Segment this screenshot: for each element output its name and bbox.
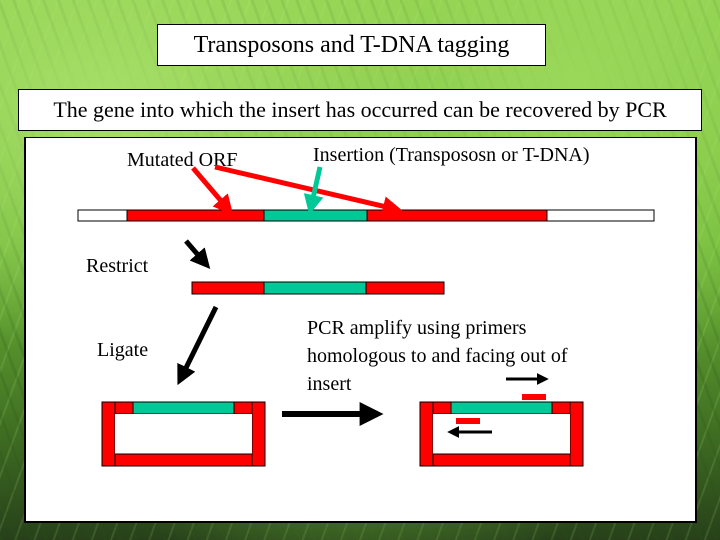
slide-subtitle-box: The gene into which the insert has occur…	[18, 89, 702, 131]
pcr-line-3: insert	[307, 373, 352, 395]
ligated-circle-left	[101, 401, 266, 467]
label-ligate: Ligate	[97, 339, 149, 361]
teal-arrow-icon	[303, 166, 324, 215]
black-arrow-icon	[177, 305, 219, 386]
slide-title-box: Transposons and T-DNA tagging	[157, 24, 546, 66]
slide-title: Transposons and T-DNA tagging	[193, 31, 510, 58]
black-arrow-icon	[447, 373, 549, 438]
pcr-line-1: PCR amplify using primers	[307, 317, 527, 339]
ligated-circle-right	[419, 401, 584, 467]
primer-bar-icon	[456, 394, 546, 424]
slide-subtitle: The gene into which the insert has occur…	[53, 97, 667, 122]
genomic-dna-bar	[77, 209, 655, 222]
label-mutated-orf: Mutated ORF	[127, 149, 238, 171]
restriction-fragment	[191, 281, 445, 295]
red-arrow-icon	[191, 164, 403, 217]
pcr-line-2: homologous to and facing out of	[307, 345, 568, 367]
label-restrict: Restrict	[86, 255, 149, 277]
black-arrow-icon	[184, 239, 211, 270]
pcr-description: PCR amplify using primers homologous to …	[307, 314, 647, 398]
label-insertion: Insertion (Transpososn or T-DNA)	[313, 144, 590, 166]
